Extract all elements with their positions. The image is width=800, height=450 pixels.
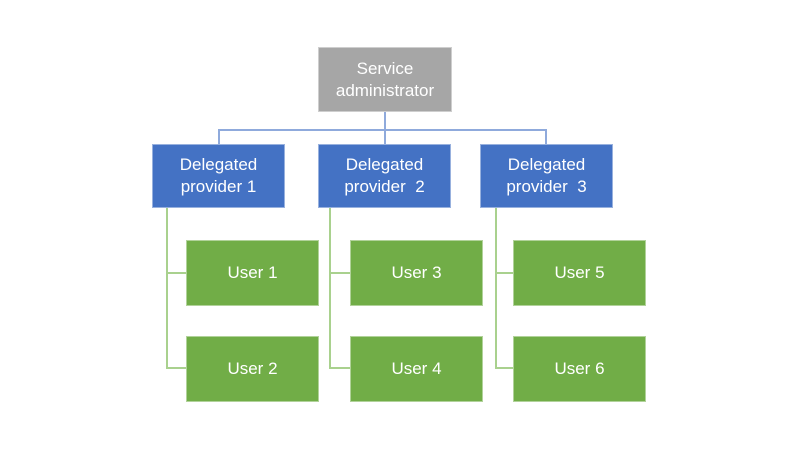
- node-delegated-provider-1-label: Delegated provider 1: [179, 155, 258, 196]
- connector-provider-2-rail: [329, 208, 331, 369]
- node-user-6: User 6: [513, 336, 646, 402]
- node-delegated-provider-1: Delegated provider 1: [152, 144, 285, 208]
- node-user-2-label: User 2: [227, 359, 278, 378]
- node-user-1: User 1: [186, 240, 319, 306]
- connector-admin-stem: [384, 112, 386, 145]
- node-user-1-label: User 1: [227, 263, 278, 282]
- node-user-5: User 5: [513, 240, 646, 306]
- node-service-administrator: Service administrator: [318, 47, 452, 112]
- node-user-5-label: User 5: [554, 263, 605, 282]
- node-user-3: User 3: [350, 240, 483, 306]
- connector-provider-2-user-4-stub: [329, 367, 350, 369]
- node-delegated-provider-3: Delegated provider 3: [480, 144, 613, 208]
- connector-provider-1-user-1-stub: [166, 272, 186, 274]
- node-user-6-label: User 6: [554, 359, 605, 378]
- node-delegated-provider-3-label: Delegated provider 3: [506, 155, 587, 196]
- connector-provider-3-user-5-stub: [495, 272, 513, 274]
- node-user-2: User 2: [186, 336, 319, 402]
- node-delegated-provider-2-label: Delegated provider 2: [344, 155, 425, 196]
- node-delegated-provider-2: Delegated provider 2: [318, 144, 451, 208]
- connector-provider-1-rail: [166, 208, 168, 369]
- connector-drop-provider-1: [218, 129, 220, 145]
- node-user-4-label: User 4: [391, 359, 442, 378]
- node-user-3-label: User 3: [391, 263, 442, 282]
- node-user-4: User 4: [350, 336, 483, 402]
- connector-provider-1-user-2-stub: [166, 367, 186, 369]
- node-service-administrator-label: Service administrator: [335, 58, 435, 100]
- connector-provider-3-rail: [495, 208, 497, 369]
- connector-provider-2-user-3-stub: [329, 272, 350, 274]
- connector-admin-rail: [218, 129, 547, 131]
- connector-provider-3-user-6-stub: [495, 367, 513, 369]
- connector-drop-provider-3: [545, 129, 547, 145]
